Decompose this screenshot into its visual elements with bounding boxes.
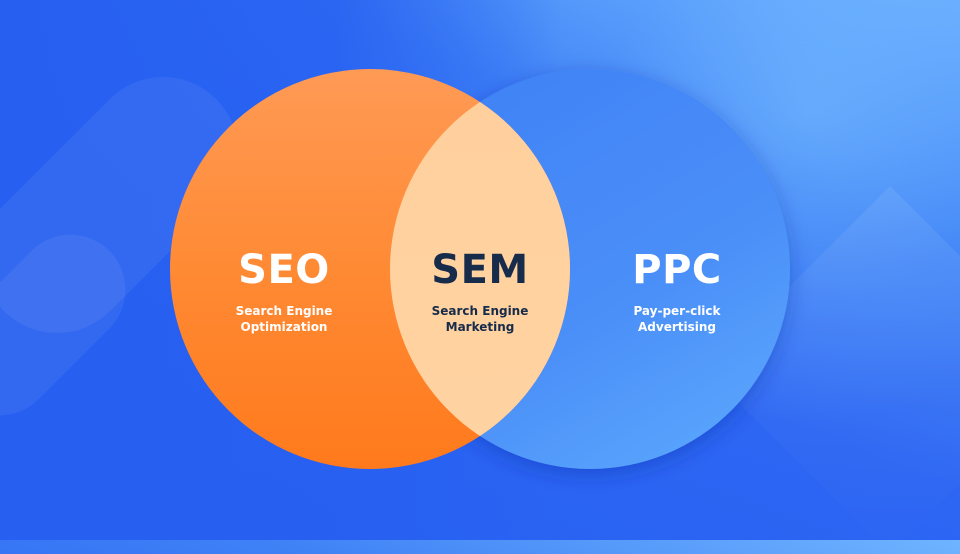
ppc-abbr: PPC — [632, 247, 722, 293]
sem-label: SEM Search Engine Marketing — [380, 248, 580, 335]
seo-description: Search Engine Optimization — [184, 303, 384, 335]
seo-description-line2: Optimization — [240, 320, 328, 334]
ppc-description: Pay-per-click Advertising — [577, 303, 777, 335]
venn-diagram — [170, 69, 790, 469]
seo-description-line1: Search Engine — [235, 304, 333, 318]
ppc-description-line1: Pay-per-click — [633, 304, 721, 318]
seo-label: SEO Search Engine Optimization — [184, 248, 384, 335]
sem-intersection — [390, 69, 570, 469]
seo-abbr: SEO — [238, 247, 330, 293]
ppc-label: PPC Pay-per-click Advertising — [577, 248, 777, 335]
sem-description-line1: Search Engine — [431, 304, 529, 318]
sem-abbr: SEM — [431, 247, 529, 293]
ppc-description-line2: Advertising — [638, 320, 716, 334]
sem-description-line2: Marketing — [445, 320, 515, 334]
sem-description: Search Engine Marketing — [380, 303, 580, 335]
